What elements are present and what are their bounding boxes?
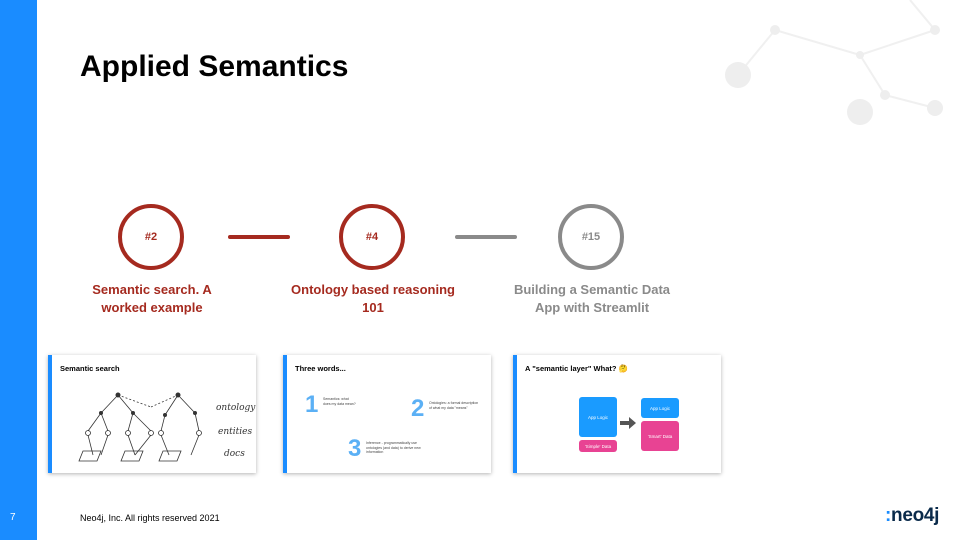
arrow-right-icon <box>620 417 636 429</box>
thumbnail-accent-stripe <box>513 355 517 473</box>
step-label-2[interactable]: Semantic search. A worked example <box>52 281 252 317</box>
step-label-4[interactable]: Ontology based reasoning 101 <box>273 281 473 317</box>
slide-title: Applied Semantics <box>80 50 349 83</box>
connector-line-gray <box>455 235 517 239</box>
thumbnail-title: Semantic search <box>60 364 120 373</box>
item-number: 2 <box>411 395 425 422</box>
logo-text: neo4j <box>891 505 940 526</box>
step-badge-2[interactable]: #2 <box>118 204 184 270</box>
step-badge-15[interactable]: #15 <box>558 204 624 270</box>
thumbnail-semantic-layer[interactable]: A "semantic layer" What? 🤔 App Logic 'Si… <box>513 355 721 473</box>
slide-number: 7 <box>10 512 16 523</box>
thumbnail-title: A "semantic layer" What? 🤔 <box>525 364 628 373</box>
item-text: Semantics: what does my data mean? <box>323 397 356 406</box>
smart-data-box: 'Smart' Data <box>641 421 679 451</box>
connector-line-red <box>228 235 290 239</box>
app-logic-box-right: App Logic <box>641 398 679 418</box>
simple-data-box: 'Simple' Data <box>579 440 617 452</box>
step-label-line: Building a Semantic Data <box>513 282 671 297</box>
left-accent-bar <box>0 0 37 540</box>
app-logic-box-left: App Logic <box>579 397 617 437</box>
thumbnail-accent-stripe <box>48 355 52 473</box>
step-label-line: 101 <box>362 300 384 315</box>
item-number: 3 <box>348 435 362 462</box>
sketch-word-entities: entities <box>218 427 253 437</box>
step-label-line: App with Streamlit <box>534 300 650 315</box>
thumbnail-title: Three words... <box>295 364 346 373</box>
item-number: 1 <box>305 391 319 418</box>
step-label-line: Ontology based reasoning <box>291 282 455 297</box>
step-label-15[interactable]: Building a Semantic Data App with Stream… <box>492 281 692 317</box>
sketch-word-docs: docs <box>224 449 245 459</box>
step-badge-4[interactable]: #4 <box>339 204 405 270</box>
step-label-line: worked example <box>101 300 203 315</box>
step-label-line: Semantic search. A <box>92 282 212 297</box>
item-text: Ontologies: a formal description of what… <box>429 401 479 410</box>
sketch-word-ontology: ontology <box>216 403 256 413</box>
logo-dots-icon: : <box>885 505 892 526</box>
neo4j-logo: :neo4j <box>885 505 939 527</box>
item-text: Inference - programmatically use ontolog… <box>366 441 421 454</box>
thumbnail-semantic-search[interactable]: Semantic search <box>48 355 256 473</box>
footer-copyright: Neo4j, Inc. All rights reserved 2021 <box>80 513 220 523</box>
network-decoration <box>725 0 943 125</box>
sketch-graph-drawing <box>78 392 202 462</box>
thumbnail-accent-stripe <box>283 355 287 473</box>
thumbnail-three-words[interactable]: Three words... 1 Semantics: what does my… <box>283 355 491 473</box>
